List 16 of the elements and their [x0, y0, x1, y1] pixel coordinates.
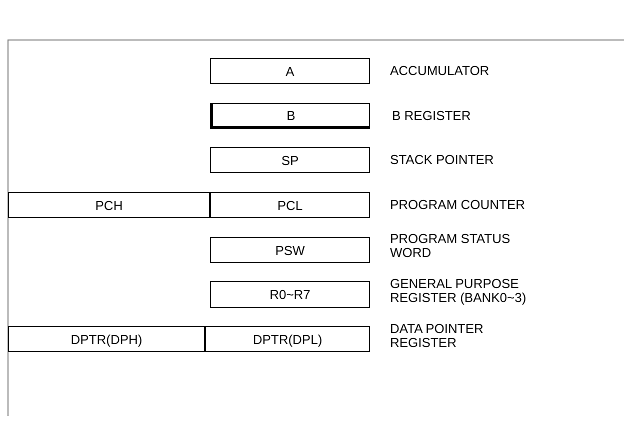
register-description: PROGRAM COUNTER — [390, 198, 526, 212]
register-box: PCH — [8, 192, 210, 218]
register-description: STACK POINTER — [390, 153, 495, 167]
register-description: PROGRAM STATUS WORD — [390, 232, 512, 260]
register-box: DPTR(DPH) — [8, 326, 205, 352]
register-description: B REGISTER — [392, 109, 472, 123]
register-description: DATA POINTER REGISTER — [390, 322, 484, 350]
register-box: PCL — [210, 192, 370, 218]
register-box: DPTR(DPL) — [205, 326, 370, 352]
register-description: ACCUMULATOR — [390, 64, 490, 78]
register-box: A — [210, 58, 370, 84]
register-description: GENERAL PURPOSE REGISTER (BANK0~3) — [390, 277, 528, 305]
register-box: SP — [210, 147, 370, 173]
register-box: R0~R7 — [210, 281, 370, 308]
register-box: B — [210, 103, 370, 129]
register-box: PSW — [210, 237, 370, 263]
